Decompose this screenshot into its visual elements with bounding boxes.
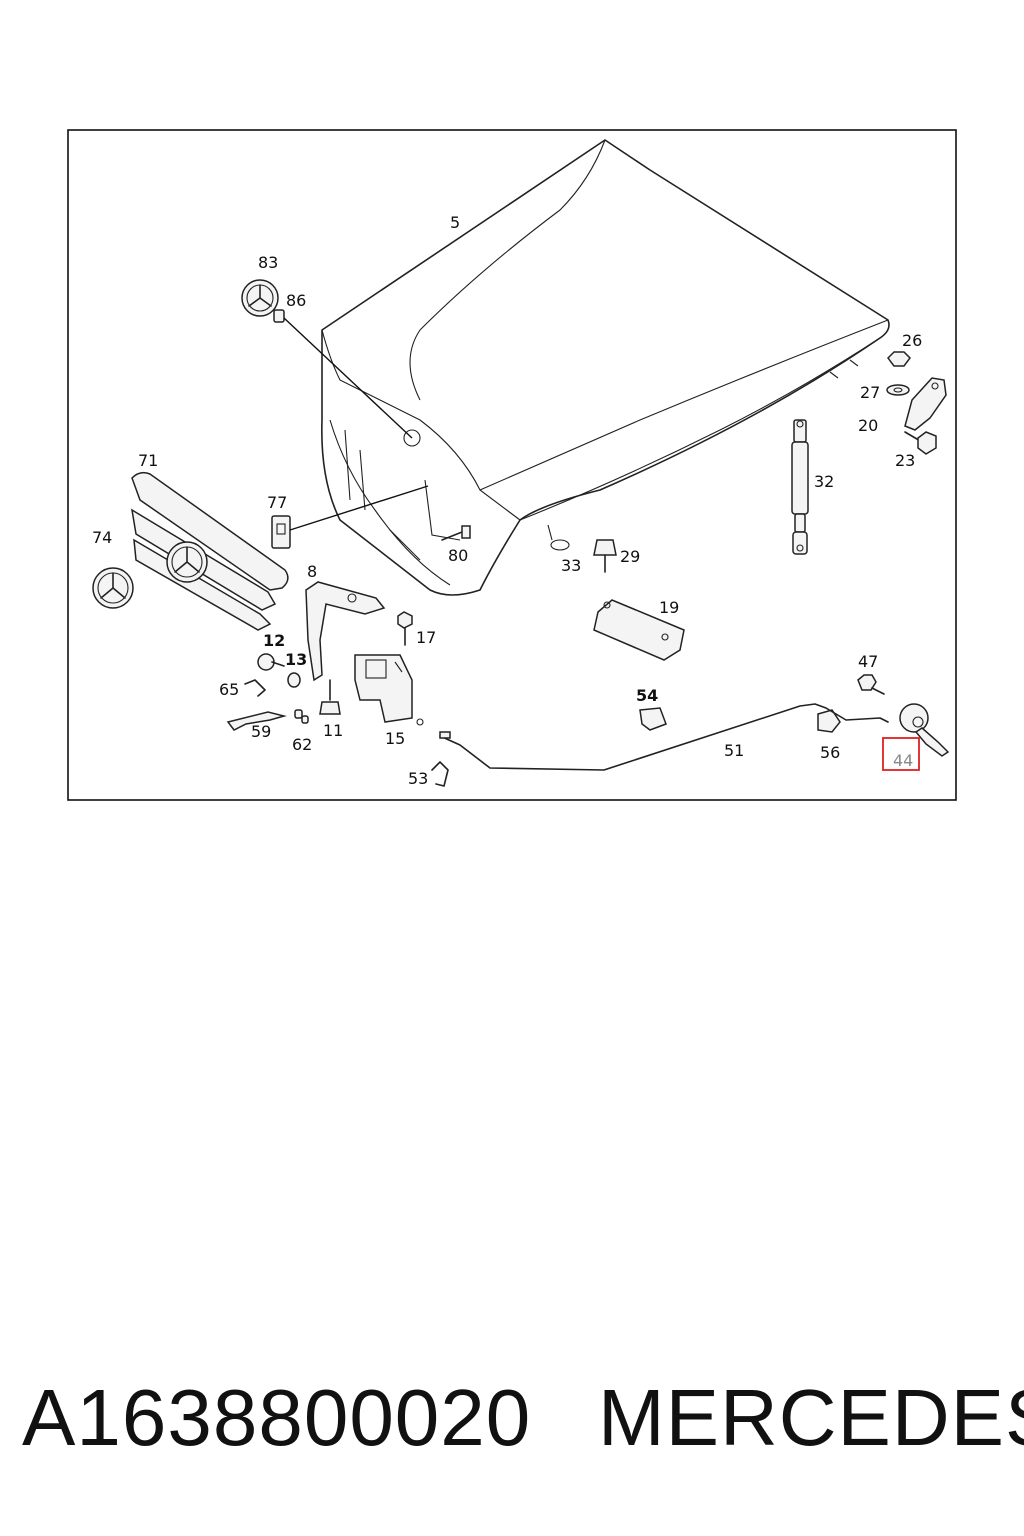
- callout-26: 26: [902, 331, 922, 350]
- release-cable-51: [416, 703, 889, 771]
- nut-47: [857, 674, 885, 695]
- callout-56: 56: [820, 743, 840, 762]
- callout-86: 86: [286, 291, 306, 310]
- exploded-parts-diagram: 5 83 86 26 27 20 23 71 74 77 80 32 33 29…: [67, 129, 957, 801]
- cable-guide-56: [817, 709, 841, 733]
- screw-80: [441, 525, 471, 541]
- clip-53: [431, 761, 449, 787]
- callout-65: 65: [219, 680, 239, 699]
- clip-54: [639, 707, 667, 731]
- clip-65: [244, 679, 266, 697]
- callout-80: 80: [448, 546, 468, 565]
- hood-panel: [321, 139, 890, 596]
- callout-83: 83: [258, 253, 278, 272]
- screw-11: [319, 679, 341, 715]
- callout-12: 12: [263, 631, 285, 650]
- washer-13: [287, 672, 301, 688]
- callout-44: 44: [893, 751, 913, 770]
- screw-86: [273, 309, 285, 323]
- callout-54: 54: [636, 686, 658, 705]
- callout-19: 19: [659, 598, 679, 617]
- callout-32: 32: [814, 472, 834, 491]
- callout-71: 71: [138, 451, 158, 470]
- callout-27: 27: [860, 383, 880, 402]
- callout-74: 74: [92, 528, 112, 547]
- brand-name: MERCEDES: [598, 1373, 1024, 1462]
- nut-26: [887, 351, 911, 367]
- part-number: A1638800020: [22, 1373, 532, 1462]
- callout-11: 11: [323, 721, 343, 740]
- callout-13: 13: [285, 650, 307, 669]
- rubber-buffer-29: [593, 539, 617, 573]
- star-badge-83: [241, 279, 279, 317]
- callout-23: 23: [895, 451, 915, 470]
- clip-77: [271, 515, 291, 549]
- bolt-23: [904, 431, 937, 455]
- diagram-frame: [67, 129, 957, 801]
- callout-20: 20: [858, 416, 878, 435]
- gas-strut-32: [791, 419, 809, 555]
- lever-59: [226, 711, 287, 731]
- callout-62: 62: [292, 735, 312, 754]
- callout-53: 53: [408, 769, 428, 788]
- callout-15: 15: [385, 729, 405, 748]
- seal-ring-33: [550, 539, 570, 551]
- hinge-bracket-20: [904, 377, 947, 431]
- callout-29: 29: [620, 547, 640, 566]
- clip-62: [294, 709, 309, 724]
- callout-5: 5: [450, 213, 460, 232]
- hood-lock-15: [354, 654, 413, 723]
- callout-77: 77: [267, 493, 287, 512]
- callout-51: 51: [724, 741, 744, 760]
- release-handle-44: [899, 703, 950, 757]
- star-badge-74: [92, 567, 134, 609]
- callout-59: 59: [251, 722, 271, 741]
- callout-8: 8: [307, 562, 317, 581]
- highlight-box-44: [882, 737, 920, 771]
- footer: A1638800020 MERCEDES: [0, 1372, 1024, 1472]
- bracket-19: [593, 599, 685, 661]
- lock-bracket-8: [305, 581, 386, 682]
- bolt-17: [397, 611, 413, 646]
- callout-17: 17: [416, 628, 436, 647]
- callout-47: 47: [858, 652, 878, 671]
- radiator-grille-71: [130, 471, 289, 631]
- bolt-12: [257, 653, 285, 671]
- washer-27: [886, 384, 910, 396]
- callout-33: 33: [561, 556, 581, 575]
